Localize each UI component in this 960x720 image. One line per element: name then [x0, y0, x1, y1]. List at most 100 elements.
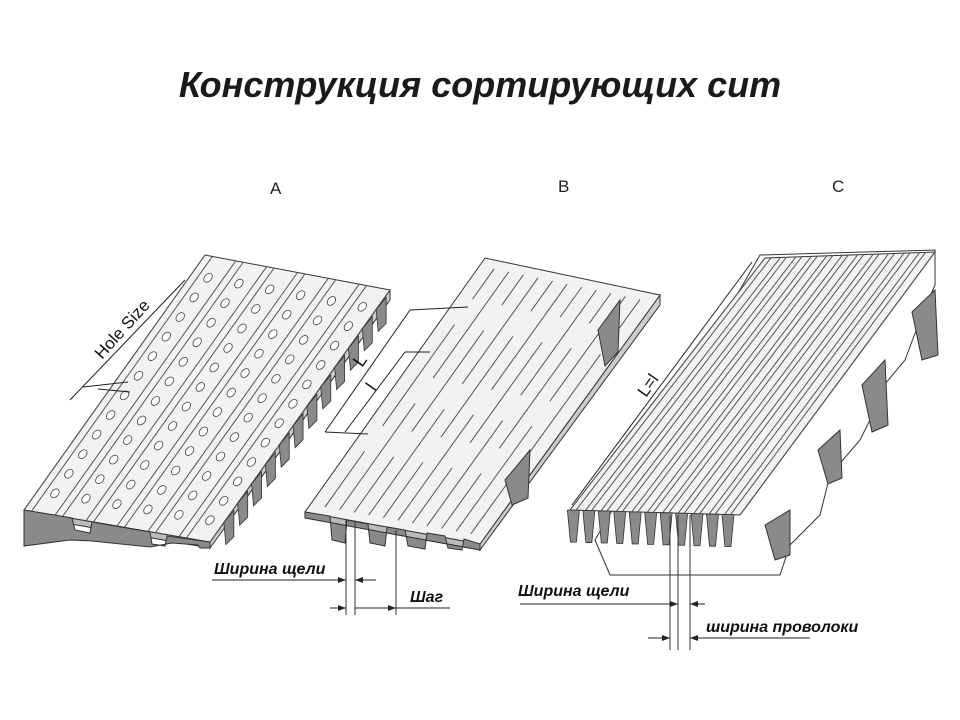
plate-b-slots — [324, 268, 641, 535]
slot-width-label-b: Ширина щели — [214, 561, 326, 578]
slot-line — [469, 342, 543, 444]
wire-line-edge — [606, 256, 803, 512]
slot-line — [588, 292, 612, 324]
hole — [181, 401, 192, 412]
wire-line-edge — [668, 254, 865, 514]
hole — [212, 407, 222, 417]
slot-line — [411, 330, 485, 432]
slot-line — [432, 271, 510, 379]
c-wire-width-arrow-left — [662, 635, 670, 641]
plate-b-support-fin-1 — [597, 298, 621, 368]
dimension-l-label: l — [362, 380, 381, 395]
slot-line — [397, 414, 474, 521]
ridge-line — [116, 272, 298, 527]
wire-line-edge — [739, 251, 936, 516]
slide-title: Конструкция сортирующих сит — [178, 64, 782, 105]
wire-profile — [690, 513, 704, 547]
wire-line-edge — [621, 255, 818, 512]
ridge-line — [54, 260, 237, 516]
plate-c-support-4 — [911, 288, 939, 361]
pitch-label: Шаг — [410, 589, 444, 606]
plate-c-support-1 — [764, 509, 791, 561]
hole — [288, 398, 298, 409]
slot-line — [470, 478, 511, 535]
wire-line — [585, 257, 781, 511]
hole — [329, 340, 340, 351]
hole — [175, 312, 185, 322]
hole — [229, 432, 240, 442]
hole — [220, 298, 230, 308]
hole — [246, 457, 257, 467]
hole — [161, 331, 171, 342]
plate-c-wire-profiles — [566, 509, 735, 548]
side-tooth — [348, 335, 359, 372]
wire-profile — [566, 509, 580, 543]
wire-line — [693, 253, 890, 514]
panel-a: A Hole Size — [23, 179, 391, 550]
slot-line — [412, 467, 453, 524]
hole — [64, 468, 74, 479]
hole — [126, 479, 136, 490]
slot-line — [530, 280, 553, 312]
wire-line — [677, 253, 874, 514]
hole — [326, 296, 337, 306]
side-tooth — [278, 431, 290, 468]
hole — [215, 451, 226, 462]
hole — [271, 373, 281, 384]
hole — [136, 415, 147, 426]
slot-line — [324, 450, 365, 508]
plate-b-support-fin-2 — [504, 448, 531, 506]
side-tooth — [306, 393, 318, 430]
hole — [302, 379, 312, 390]
hole — [133, 370, 144, 381]
pitch-arrow-right — [388, 605, 396, 611]
hole — [164, 376, 175, 387]
slot-line — [498, 348, 572, 449]
side-tooth — [320, 373, 332, 410]
hole-size-extension-line — [82, 381, 129, 388]
panel-c-letter: C — [832, 177, 844, 196]
plate-c-wires — [569, 251, 936, 516]
hole — [95, 474, 105, 484]
side-tooth — [334, 354, 346, 391]
hole — [260, 437, 270, 448]
dimension-L-line — [324, 309, 411, 433]
plate-a-side-teeth — [223, 296, 387, 546]
hole — [92, 429, 102, 440]
plate-c-support-2 — [817, 428, 843, 485]
plate-b-top-surface — [304, 257, 661, 545]
plate-a-holes — [50, 273, 367, 525]
wire-width-label: ширина проволоки — [706, 619, 859, 636]
slot-line — [618, 299, 641, 330]
hole-size-extension-line-2 — [97, 388, 131, 393]
ridge-line-inner — [93, 267, 275, 523]
c-wire-width-arrow-right — [690, 635, 698, 641]
hole — [123, 435, 133, 445]
ridge-line — [147, 278, 329, 532]
hole — [143, 504, 153, 515]
wire-line — [708, 252, 905, 515]
ridge-line — [85, 266, 268, 521]
slot-line — [520, 289, 597, 396]
hole — [147, 351, 158, 361]
wire-line-edge — [637, 255, 834, 513]
hole — [171, 465, 181, 476]
hole — [357, 301, 367, 312]
slot-line — [455, 425, 533, 532]
hole — [109, 454, 119, 465]
slot-line — [528, 353, 601, 455]
side-tooth — [375, 296, 387, 333]
wire-profile — [628, 511, 642, 545]
slot-line — [441, 473, 482, 529]
hole — [195, 382, 205, 392]
slot-line — [559, 286, 583, 318]
hole — [282, 309, 292, 320]
hole — [150, 396, 161, 406]
hole — [202, 471, 212, 481]
dimension-L-extension-2 — [324, 431, 369, 435]
hole — [81, 493, 91, 504]
hole — [285, 354, 295, 365]
hole — [153, 440, 164, 451]
c-slot-width-arrow-left — [670, 601, 678, 607]
